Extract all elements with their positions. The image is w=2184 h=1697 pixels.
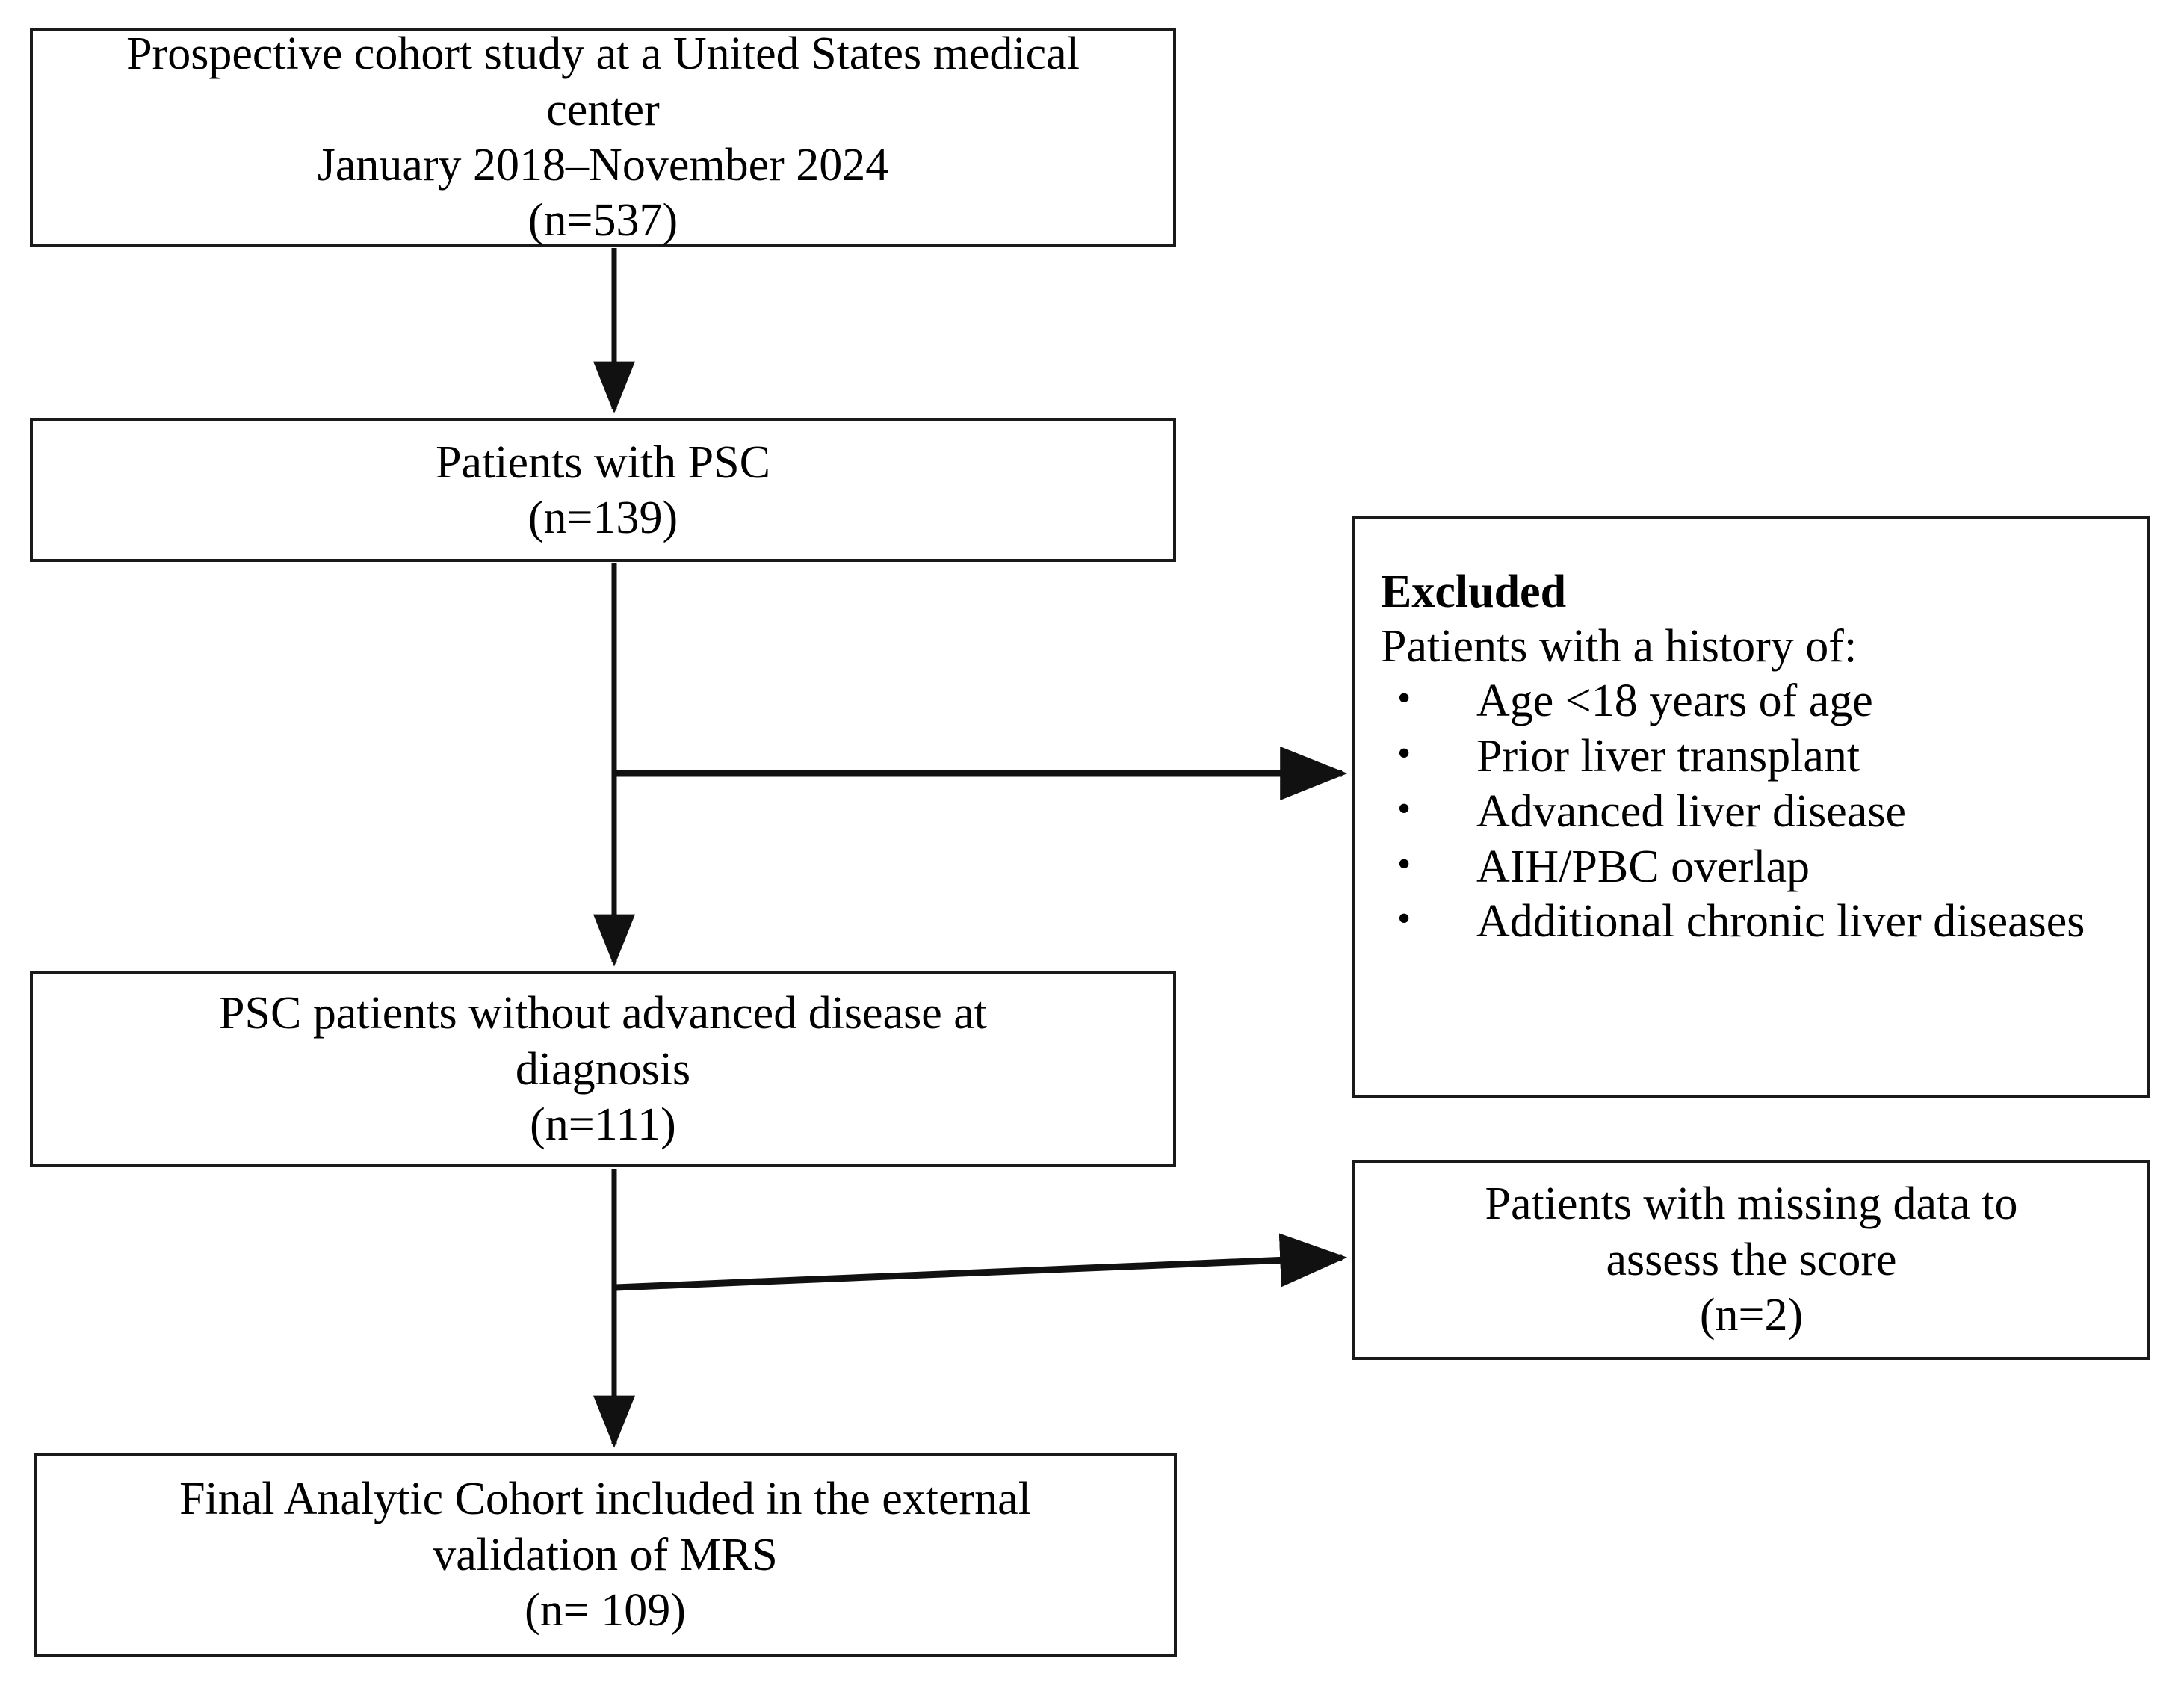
node-psc-without-advanced-disease: PSC patients without advanced disease at… [30,971,1176,1167]
node-patients-with-psc: Patients with PSC (n=139) [30,418,1176,562]
node-noadvanced-line-2: diagnosis [515,1043,691,1095]
bullet-icon: • [1397,897,1411,941]
excluded-title: Excluded [1381,566,1567,617]
node-noadvanced-line-1: PSC patients without advanced disease at [219,988,987,1039]
node-missing-line-1: Patients with missing data to [1485,1178,2018,1230]
node-final-analytic-cohort: Final Analytic Cohort included in the ex… [34,1453,1177,1657]
bullet-icon: • [1397,677,1411,720]
node-excluded: Excluded Patients with a history of: • A… [1352,516,2150,1098]
list-item: • Age <18 years of age [1381,674,2125,729]
bullet-icon: • [1397,842,1411,885]
node-source-line-1: Prospective cohort study at a United Sta… [126,28,1080,80]
node-source-line-2: center [546,84,660,135]
node-source-line-4: (n=537) [528,195,678,247]
node-noadvanced-line-3: (n=111) [530,1099,676,1151]
list-item: • Additional chronic liver diseases [1381,894,2125,950]
list-item: • Advanced liver disease [1381,785,2125,840]
node-source-cohort: Prospective cohort study at a United Sta… [30,28,1176,247]
excluded-criteria-list: • Age <18 years of age • Prior liver tra… [1381,674,2125,950]
node-missing-line-2: assess the score [1606,1234,1897,1285]
excluded-subtitle: Patients with a history of: [1381,621,1857,673]
node-psc-line-2: (n=139) [528,492,678,543]
node-final-line-3: (n= 109) [525,1585,686,1636]
node-missing-line-3: (n=2) [1699,1290,1804,1341]
bullet-icon: • [1397,787,1411,830]
node-missing-data: Patients with missing data to assess the… [1352,1160,2150,1360]
node-psc-line-1: Patients with PSC [436,436,770,488]
list-item: • Prior liver transplant [1381,729,2125,785]
node-final-line-2: validation of MRS [433,1529,778,1580]
list-item: • AIH/PBC overlap [1381,840,2125,895]
list-item-label: Advanced liver disease [1476,785,1906,837]
node-final-line-1: Final Analytic Cohort included in the ex… [179,1474,1031,1525]
bullet-icon: • [1397,732,1411,776]
node-source-line-3: January 2018–November 2024 [317,140,889,191]
list-item-label: Age <18 years of age [1476,676,1873,727]
edge-noadvanced-to-missing [615,1233,1348,1291]
list-item-label: Prior liver transplant [1476,731,1860,782]
list-item-label: Additional chronic liver diseases [1476,896,2085,948]
list-item-label: AIH/PBC overlap [1476,841,1810,892]
